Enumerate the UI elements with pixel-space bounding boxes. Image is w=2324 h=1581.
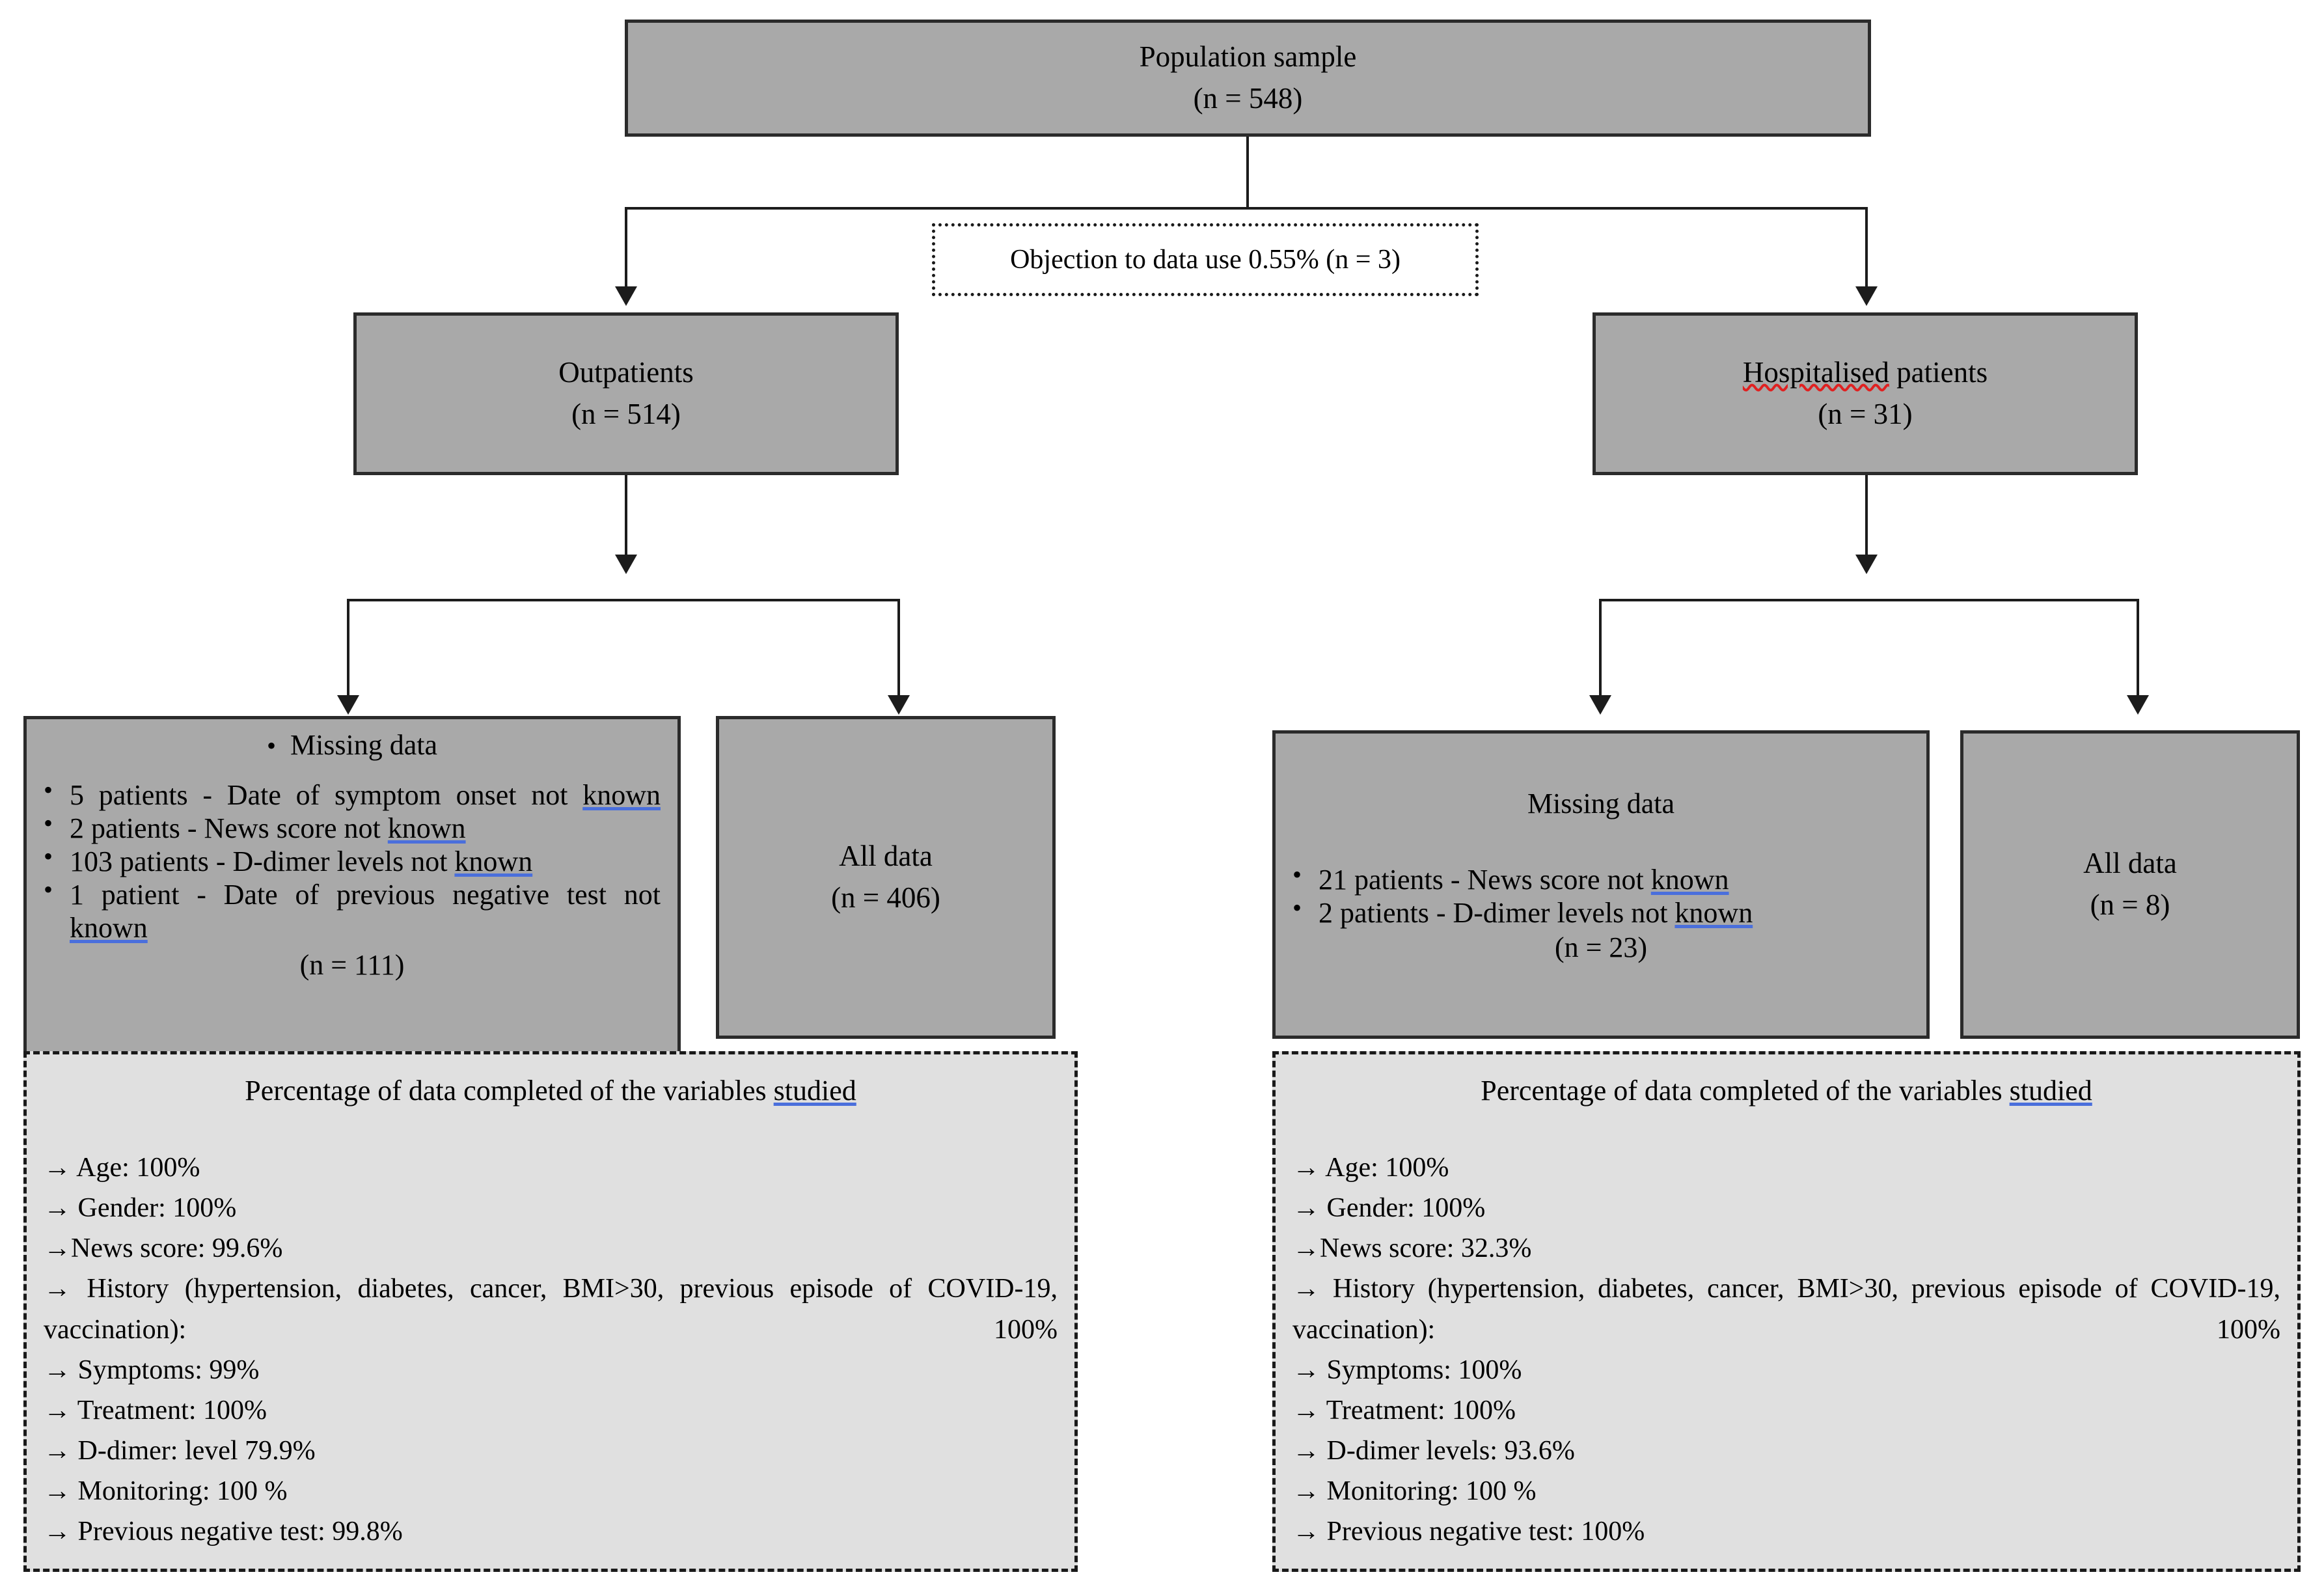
outpatients-title: Outpatients <box>558 356 694 389</box>
connector-population-stem <box>1246 137 1249 208</box>
hospitalised-misspelled-word: Hospitalised <box>1742 356 1889 389</box>
outpatients-percentages-title: Percentage of data completed of the vari… <box>245 1075 856 1107</box>
node-outpatients-missing-data: • Missing data 5 patients - Date of symp… <box>23 716 681 1065</box>
node-hospitalised-missing-data: Missing data 21 patients - News score no… <box>1272 730 1930 1039</box>
hospitalised-percentages-title: Percentage of data completed of the vari… <box>1481 1075 2092 1107</box>
connector-outpatients-split <box>347 599 900 601</box>
list-item: 5 patients - Date of symptom onset not k… <box>27 777 677 812</box>
connector-hospitalised-stem <box>1865 475 1868 560</box>
list-item: 2 patients - News score not known <box>27 810 677 845</box>
percentage-row-d-dimer: → D-dimer levels: 93.6% <box>1292 1436 1575 1466</box>
outpatients-count: (n = 514) <box>571 398 681 430</box>
percentage-row-monitoring: → Monitoring: 100 % <box>1292 1476 1537 1507</box>
objection-text: Objection to data use 0.55% (n = 3) <box>1010 245 1401 275</box>
misspelled-word: known <box>582 779 661 811</box>
hospitalised-percentages-rows: → Age: 100% → Gender: 100% →News score: … <box>1292 1148 2280 1552</box>
outpatients-alldata-title: All data <box>839 840 933 873</box>
hospitalised-title: Hospitalised patients <box>1743 352 1988 394</box>
node-hospitalised-all-data: All data (n = 8) <box>1960 730 2300 1039</box>
misspelled-word: known <box>454 845 533 877</box>
list-item: 21 patients - News score not known <box>1276 862 1926 896</box>
percentage-row-age: → Age: 100% <box>44 1153 200 1183</box>
percentage-row-monitoring: → Monitoring: 100 % <box>44 1476 288 1507</box>
connector-hospitalised-split <box>1599 599 2139 601</box>
misspelled-word: known <box>1675 897 1753 929</box>
node-objection-to-data-use: Objection to data use 0.55% (n = 3) <box>932 223 1479 296</box>
list-item: 103 patients - D-dimer levels not known <box>27 844 677 878</box>
percentage-row-d-dimer: → D-dimer: level 79.9% <box>44 1436 316 1466</box>
population-sample-title: Population sample <box>1139 40 1357 74</box>
outpatients-percentages-rows: → Age: 100% → Gender: 100% →News score: … <box>44 1148 1058 1552</box>
outpatients-missing-heading: • Missing data <box>266 729 438 761</box>
misspelled-word: studied <box>773 1075 856 1107</box>
hospitalised-count: (n = 31) <box>1818 398 1913 430</box>
node-outpatients: Outpatients (n = 514) <box>353 312 899 475</box>
hospitalised-missing-list: 21 patients - News score not known 2 pat… <box>1276 862 1926 929</box>
percentage-row-age: → Age: 100% <box>1292 1153 1449 1183</box>
connector-to-outpatients-alldata <box>897 599 900 700</box>
connector-outpatients-stem <box>625 475 627 560</box>
connector-to-outpatients-missing <box>347 599 349 700</box>
percentage-row-symptoms: → Symptoms: 99% <box>44 1354 260 1385</box>
arrowhead-to-hospitalised-alldata <box>2127 695 2149 715</box>
arrowhead-hospitalised-stem <box>1855 555 1878 574</box>
connector-to-hospitalised-missing <box>1599 599 1602 700</box>
percentage-row-news-score: →News score: 32.3% <box>1292 1233 1532 1264</box>
outpatients-missing-count: (n = 111) <box>299 949 405 981</box>
arrowhead-outpatients-stem <box>615 555 637 574</box>
population-sample-count: (n = 548) <box>1193 82 1303 115</box>
percentage-row-previous-negative-test: → Previous negative test: 99.8% <box>44 1517 403 1547</box>
misspelled-word: studied <box>2009 1075 2092 1107</box>
arrowhead-to-outpatients <box>615 286 637 306</box>
outpatients-alldata-count: (n = 406) <box>831 881 940 914</box>
misspelled-word: known <box>387 812 466 844</box>
connector-to-outpatients <box>625 207 627 292</box>
hospitalised-alldata-title: All data <box>2083 847 2177 880</box>
outpatients-missing-list: 5 patients - Date of symptom onset not k… <box>27 777 677 944</box>
arrowhead-to-outpatients-alldata <box>888 695 910 715</box>
outpatients-missing-heading-row: • Missing data <box>27 728 677 762</box>
connector-split-top <box>625 207 1868 210</box>
misspelled-word: known <box>1650 864 1729 896</box>
panel-outpatients-percentages: Percentage of data completed of the vari… <box>23 1051 1078 1572</box>
node-outpatients-all-data: All data (n = 406) <box>716 716 1056 1039</box>
percentage-row-history: → History (hypertension, diabetes, cance… <box>1292 1274 2280 1345</box>
percentage-row-history: → History (hypertension, diabetes, cance… <box>44 1274 1058 1345</box>
percentage-row-treatment: → Treatment: 100% <box>44 1395 267 1425</box>
panel-hospitalised-percentages: Percentage of data completed of the vari… <box>1272 1051 2301 1572</box>
hospitalised-missing-heading: Missing data <box>1527 788 1675 819</box>
percentage-row-treatment: → Treatment: 100% <box>1292 1395 1516 1425</box>
node-hospitalised-patients: Hospitalised patients (n = 31) <box>1593 312 2138 475</box>
percentage-row-previous-negative-test: → Previous negative test: 100% <box>1292 1517 1645 1547</box>
percentage-row-gender: → Gender: 100% <box>1292 1193 1486 1224</box>
connector-to-hospitalised <box>1865 207 1868 292</box>
connector-to-hospitalised-alldata <box>2137 599 2139 700</box>
list-item: 1 patient - Date of previous negative te… <box>27 877 677 944</box>
arrowhead-to-hospitalised-missing <box>1589 695 1611 715</box>
misspelled-word: known <box>70 912 148 944</box>
percentage-row-news-score: →News score: 99.6% <box>44 1233 283 1264</box>
percentage-row-symptoms: → Symptoms: 100% <box>1292 1354 1522 1385</box>
percentage-row-gender: → Gender: 100% <box>44 1193 237 1224</box>
node-population-sample: Population sample (n = 548) <box>625 20 1871 137</box>
hospitalised-missing-count: (n = 23) <box>1554 931 1648 963</box>
arrowhead-to-hospitalised <box>1855 286 1878 306</box>
hospitalised-title-rest: patients <box>1889 356 1988 389</box>
hospitalised-alldata-count: (n = 8) <box>2090 888 2170 921</box>
arrowhead-to-outpatients-missing <box>337 695 359 715</box>
list-item: 2 patients - D-dimer levels not known <box>1276 895 1926 929</box>
